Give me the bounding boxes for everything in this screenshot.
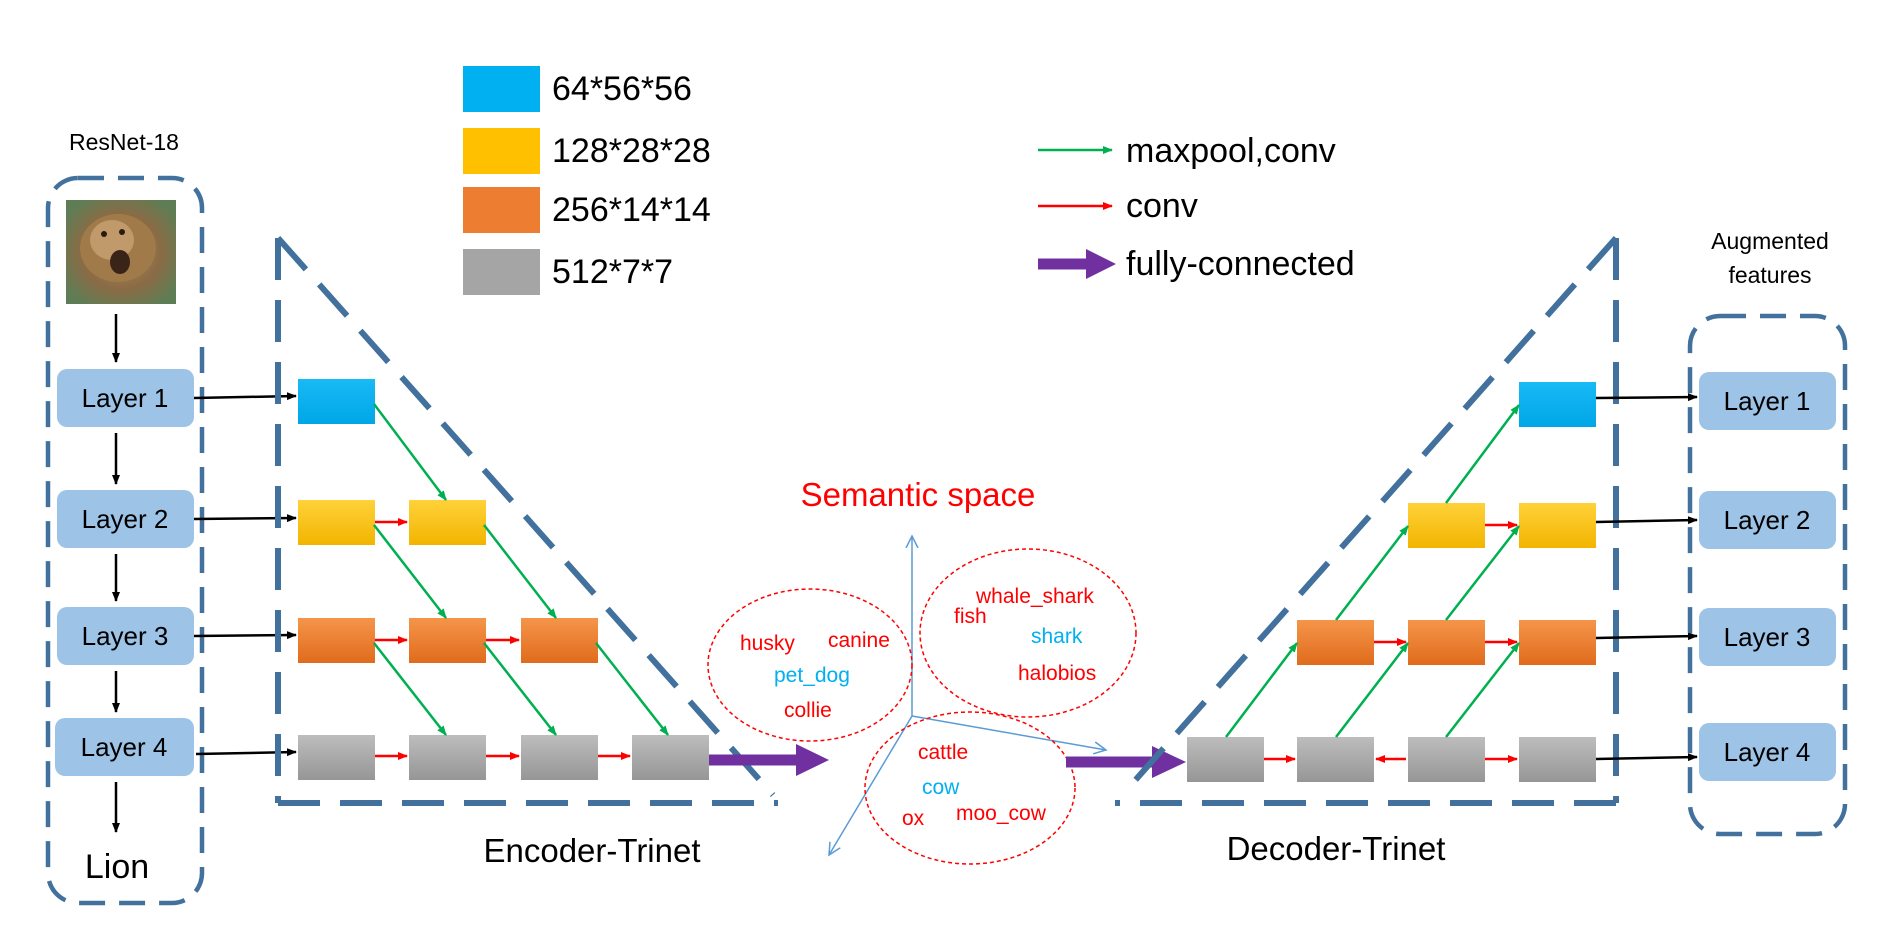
encoder-conv-arrows bbox=[375, 518, 631, 760]
cluster-word-fish: fish bbox=[954, 605, 987, 628]
decoder-to-output-arrows bbox=[1595, 393, 1698, 762]
encoder-maxpool-arrows bbox=[373, 403, 669, 736]
encoder-label: Encoder-Trinet bbox=[483, 832, 700, 869]
cluster-word-shark: shark bbox=[1031, 625, 1083, 648]
augmented-title-line2: features bbox=[1728, 262, 1811, 288]
enc-block-256-1 bbox=[298, 618, 375, 663]
enc-block-512-3 bbox=[521, 735, 598, 780]
dec-block-512-3 bbox=[1408, 737, 1485, 782]
semantic-space-title: Semantic space bbox=[801, 476, 1036, 513]
resnet-layer-2: Layer 2 bbox=[57, 490, 194, 548]
encoder-blocks bbox=[298, 379, 709, 780]
augmented-layer-3: Layer 3 bbox=[1699, 608, 1836, 666]
size-legend-label-512: 512*7*7 bbox=[552, 253, 673, 291]
cluster-fish: fish whale_shark shark halobios bbox=[919, 548, 1137, 718]
augmented-dashed-frame bbox=[1687, 313, 1848, 837]
resnet-layer-2-label: Layer 2 bbox=[82, 504, 169, 534]
dec-block-512-1 bbox=[1187, 737, 1264, 782]
dec-block-256-3 bbox=[1519, 620, 1596, 665]
dec-block-128-1 bbox=[1408, 503, 1485, 548]
size-legend-label-64: 64*56*56 bbox=[552, 70, 692, 108]
dec-block-128-2 bbox=[1519, 503, 1596, 548]
resnet-layers: Layer 1 Layer 2 Layer 3 Layer 4 bbox=[55, 369, 194, 776]
cluster-word-whale-shark: whale_shark bbox=[975, 585, 1094, 608]
resnet-layer-3-label: Layer 3 bbox=[82, 621, 169, 651]
cluster-word-canine: canine bbox=[828, 629, 890, 652]
enc-block-512-1 bbox=[298, 735, 375, 780]
augmented-layers: Layer 1 Layer 2 Layer 3 Layer 4 bbox=[1699, 372, 1836, 781]
cluster-dogs: husky canine pet_dog collie bbox=[707, 588, 913, 742]
resnet-layer-1: Layer 1 bbox=[57, 369, 194, 427]
decoder-maxpool-arrows bbox=[1225, 404, 1521, 738]
augmented-layer-3-label: Layer 3 bbox=[1724, 622, 1811, 652]
cluster-word-halobios: halobios bbox=[1018, 662, 1096, 685]
augmented-layer-2: Layer 2 bbox=[1699, 491, 1836, 549]
enc-block-128-1 bbox=[298, 500, 375, 545]
dec-block-512-4 bbox=[1519, 737, 1596, 782]
dec-block-64-1 bbox=[1519, 382, 1596, 427]
resnet-dashed-frame bbox=[45, 175, 205, 906]
cluster-word-cattle: cattle bbox=[918, 741, 968, 764]
arrow-legend-maxpool-label: maxpool,conv bbox=[1126, 132, 1336, 170]
resnet-layer-3: Layer 3 bbox=[57, 607, 194, 665]
enc-block-64-1 bbox=[298, 379, 375, 424]
enc-block-256-3 bbox=[521, 618, 598, 663]
encoder-frame bbox=[275, 236, 778, 806]
resnet-layer-1-label: Layer 1 bbox=[82, 383, 169, 413]
augmented-layer-1: Layer 1 bbox=[1699, 372, 1836, 430]
dec-block-256-2 bbox=[1408, 620, 1485, 665]
decoder-label: Decoder-Trinet bbox=[1227, 830, 1446, 867]
resnet-layer-4: Layer 4 bbox=[55, 718, 194, 776]
cluster-word-ox: ox bbox=[902, 807, 925, 830]
cluster-word-husky: husky bbox=[740, 632, 795, 655]
cluster-word-moo-cow: moo_cow bbox=[956, 802, 1047, 825]
resnet-title: ResNet-18 bbox=[69, 129, 179, 155]
lion-image bbox=[66, 200, 176, 304]
augmented-layer-4: Layer 4 bbox=[1699, 723, 1836, 781]
arrow-legend-conv-label: conv bbox=[1126, 187, 1198, 225]
augmented-layer-4-label: Layer 4 bbox=[1724, 737, 1811, 767]
decoder-fc-arrow bbox=[1066, 746, 1186, 778]
size-legend: 64*56*56 128*28*28 256*14*14 512*7*7 bbox=[463, 66, 711, 295]
arrow-legend-fc-icon bbox=[1038, 249, 1116, 279]
arrow-legend-fc-label: fully-connected bbox=[1126, 245, 1355, 283]
enc-block-512-4 bbox=[632, 735, 709, 780]
dec-block-256-1 bbox=[1297, 620, 1374, 665]
decoder-blocks bbox=[1187, 382, 1596, 782]
size-legend-swatch-256 bbox=[463, 187, 540, 233]
semantic-axes bbox=[829, 536, 1106, 855]
size-legend-swatch-512 bbox=[463, 249, 540, 295]
prediction-label: Lion bbox=[85, 848, 149, 886]
size-legend-swatch-128 bbox=[463, 128, 540, 174]
augmented-title-line1: Augmented bbox=[1711, 228, 1829, 254]
size-legend-swatch-64 bbox=[463, 66, 540, 112]
enc-block-128-2 bbox=[409, 500, 486, 545]
cluster-word-cow: cow bbox=[922, 776, 960, 799]
dec-block-512-2 bbox=[1297, 737, 1374, 782]
cluster-cattle: cattle cow ox moo_cow bbox=[864, 711, 1076, 865]
cluster-word-collie: collie bbox=[784, 699, 832, 722]
resnet-layer-4-label: Layer 4 bbox=[81, 732, 168, 762]
size-legend-label-128: 128*28*28 bbox=[552, 132, 711, 170]
decoder-conv-arrows bbox=[1264, 521, 1518, 763]
enc-block-512-2 bbox=[409, 735, 486, 780]
arrow-legend: maxpool,conv conv fully-connected bbox=[1038, 132, 1355, 283]
augmented-layer-1-label: Layer 1 bbox=[1724, 386, 1811, 416]
cluster-word-pet-dog: pet_dog bbox=[774, 664, 850, 687]
enc-block-256-2 bbox=[409, 618, 486, 663]
encoder-fc-arrow bbox=[709, 744, 829, 776]
size-legend-label-256: 256*14*14 bbox=[552, 191, 711, 229]
augmented-layer-2-label: Layer 2 bbox=[1724, 505, 1811, 535]
